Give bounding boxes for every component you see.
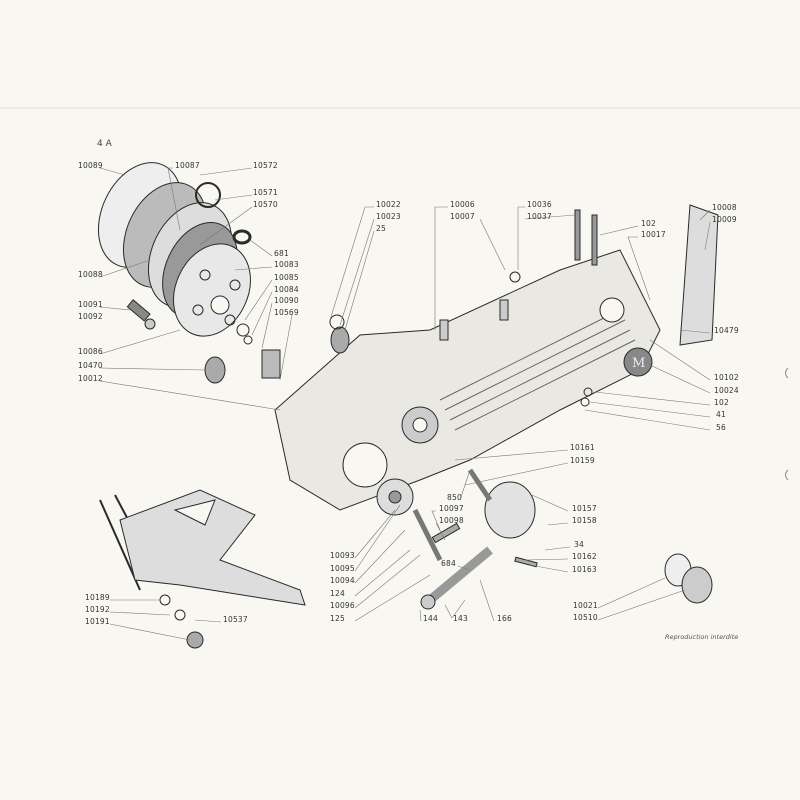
- part-label: 10158: [572, 516, 597, 525]
- part-label: 10097: [439, 504, 464, 513]
- footer-note: Reproduction interdite: [665, 633, 739, 641]
- part-label: 10192: [85, 605, 110, 614]
- cover-10008: [679, 204, 719, 346]
- part-label: 10084: [274, 285, 299, 294]
- part-label: 10096: [330, 601, 355, 610]
- page-number: 4 A: [97, 139, 112, 149]
- shaft-10569: [236, 323, 281, 379]
- part-label: 10537: [223, 615, 248, 624]
- part-label: 10037: [527, 212, 552, 221]
- part-label: 10189: [85, 593, 110, 602]
- bearing-10022: [330, 326, 350, 354]
- part-label: 10163: [572, 565, 597, 574]
- housing-10157: [484, 481, 536, 539]
- shaft-143: [427, 546, 493, 604]
- circlip: [195, 182, 221, 208]
- part-label: 10093: [330, 551, 355, 560]
- part-label: 10510: [573, 613, 598, 622]
- part-label: 10159: [570, 456, 595, 465]
- part-label: 10479: [714, 326, 739, 335]
- bolt-10091: [126, 299, 156, 330]
- part-label: 10087: [175, 161, 200, 170]
- part-label: 10088: [78, 270, 103, 279]
- part-label: 681: [274, 249, 289, 258]
- bearing-10470: [204, 356, 226, 384]
- part-label: 10470: [78, 361, 103, 370]
- part-label: 10570: [253, 200, 278, 209]
- part-label: 684: [441, 559, 456, 568]
- part-label: 166: [497, 614, 512, 623]
- part-label: 10008: [712, 203, 737, 212]
- circlip-25: [329, 314, 345, 330]
- part-label: 10092: [78, 312, 103, 321]
- seal-ring: [232, 229, 252, 245]
- bolts-10036: [509, 209, 598, 283]
- part-label: 10162: [572, 552, 597, 561]
- part-label: 10023: [376, 212, 401, 221]
- part-label: 10161: [570, 443, 595, 452]
- clutch-plates: [97, 162, 251, 337]
- mounting-bracket: [99, 489, 306, 649]
- part-label: 25: [376, 224, 386, 233]
- part-label: 10006: [450, 200, 475, 209]
- part-label: 10086: [78, 347, 103, 356]
- part-label: 41: [716, 410, 726, 419]
- part-label: 10024: [714, 386, 739, 395]
- part-label: 10571: [253, 188, 278, 197]
- part-label: 34: [574, 540, 584, 549]
- part-label: 10572: [253, 161, 278, 170]
- part-label: 10085: [274, 273, 299, 282]
- part-label: 10089: [78, 161, 103, 170]
- spring-10097: [431, 522, 461, 544]
- part-label: 10098: [439, 516, 464, 525]
- part-label: 10157: [572, 504, 597, 513]
- svg-text:M: M: [632, 356, 645, 371]
- part-label: 102: [714, 398, 729, 407]
- part-label: 10569: [274, 308, 299, 317]
- pulley-10021: [664, 553, 713, 604]
- transmission-housing: [274, 249, 661, 511]
- part-label: 124: [330, 589, 345, 598]
- part-label: 10094: [330, 576, 355, 585]
- part-label: 10095: [330, 564, 355, 573]
- part-label: 56: [716, 423, 726, 432]
- part-label: 850: [447, 493, 462, 502]
- part-label: 125: [330, 614, 345, 623]
- part-label: 10021: [573, 601, 598, 610]
- part-label: 10091: [78, 300, 103, 309]
- part-label: 10022: [376, 200, 401, 209]
- part-label: 10007: [450, 212, 475, 221]
- part-label: 10012: [78, 374, 103, 383]
- part-label: 10090: [274, 296, 299, 305]
- part-label: 143: [453, 614, 468, 623]
- part-label: 10083: [274, 260, 299, 269]
- part-label: 102: [641, 219, 656, 228]
- part-label: 144: [423, 614, 438, 623]
- part-label: 10191: [85, 617, 110, 626]
- part-label: 10102: [714, 373, 739, 382]
- leader-lines: [99, 167, 711, 641]
- part-label: 10009: [712, 215, 737, 224]
- part-label: 10036: [527, 200, 552, 209]
- part-label: 10017: [641, 230, 666, 239]
- cap-10024: [623, 347, 653, 377]
